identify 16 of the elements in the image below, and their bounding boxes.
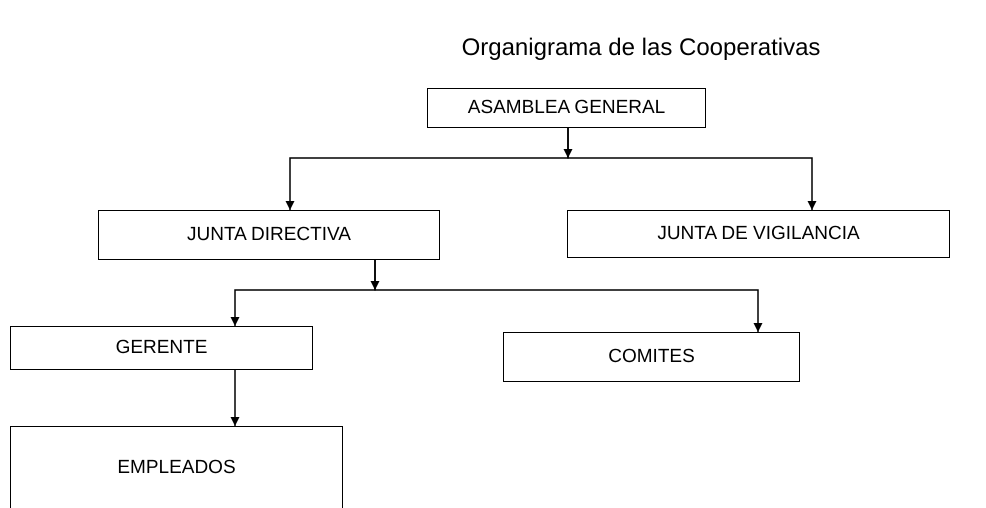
box-label: ASAMBLEA GENERAL <box>468 97 666 119</box>
box-label: JUNTA DIRECTIVA <box>187 224 351 246</box>
org-box <box>10 426 343 508</box>
arrow <box>374 260 762 332</box>
arrow <box>567 128 816 210</box>
org-box <box>427 88 706 128</box>
box-label: JUNTA DE VIGILANCIA <box>657 223 860 245</box>
arrow <box>230 370 240 426</box>
box-label: GERENTE <box>116 337 208 359</box>
org-box <box>10 326 313 370</box>
org-box <box>98 210 440 260</box>
org-box <box>503 332 800 382</box>
box-label: COMITES <box>608 346 695 368</box>
org-box <box>567 210 950 258</box>
box-label: EMPLEADOS <box>117 457 236 479</box>
diagram-title: Organigrama de las Cooperativas <box>460 34 822 62</box>
